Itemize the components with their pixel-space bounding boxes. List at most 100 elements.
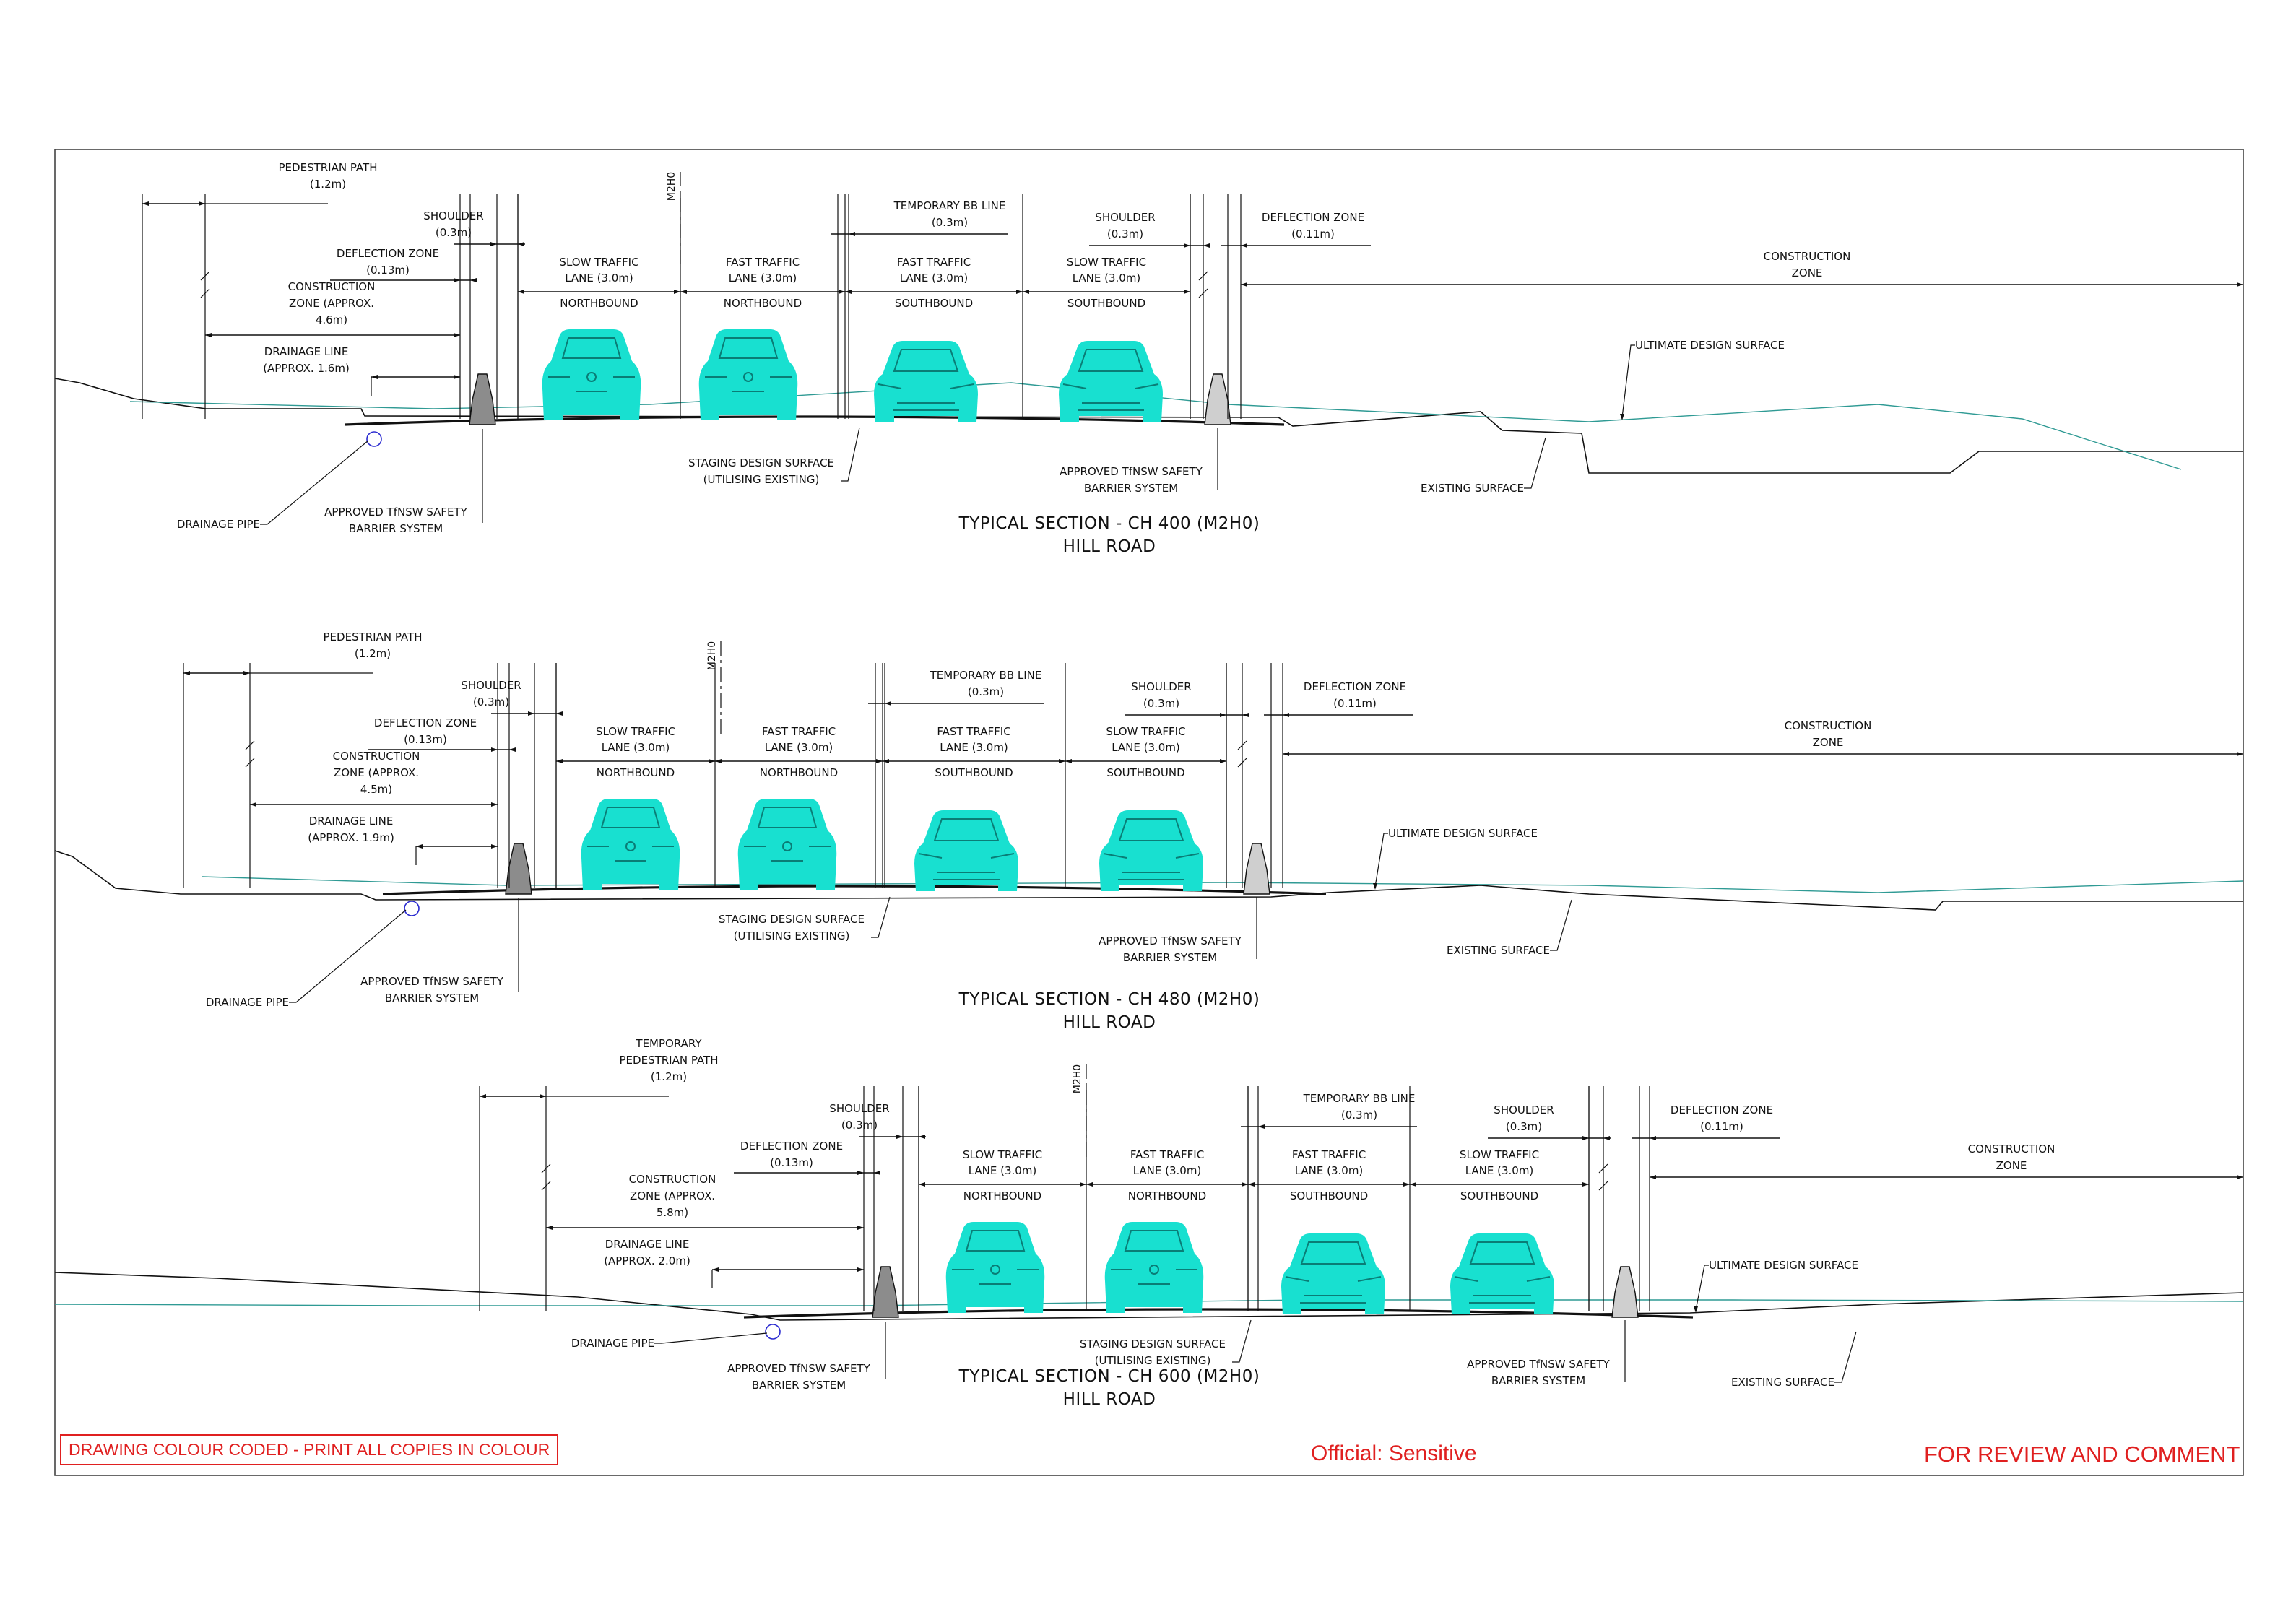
section-title: TYPICAL SECTION - CH 400 (M2H0) — [958, 514, 1260, 533]
arrowhead — [491, 802, 498, 807]
shoulder-left-label: (0.3m) — [841, 1119, 878, 1132]
arrowhead — [1242, 1182, 1248, 1187]
arrowhead — [509, 747, 516, 752]
safety-barrier-right-icon — [1611, 1266, 1639, 1318]
car-body — [581, 799, 680, 890]
car-detail — [1454, 1276, 1551, 1304]
arrowhead — [1650, 1175, 1656, 1179]
deflection-left-label: DEFLECTION ZONE — [740, 1140, 843, 1153]
arrowhead — [1241, 282, 1247, 287]
pedestrian-path-label: (1.2m) — [310, 178, 346, 191]
lane-label: SLOW TRAFFIC — [963, 1148, 1042, 1161]
construction-right-label: CONSTRUCTION — [1764, 250, 1851, 263]
deflection-right-label: (0.11m) — [1700, 1120, 1743, 1133]
car-window — [561, 337, 622, 359]
car-badge — [586, 372, 597, 382]
section-title: TYPICAL SECTION - CH 480 (M2H0) — [958, 990, 1260, 1009]
arrowhead — [883, 759, 889, 763]
lane-label: SLOW TRAFFIC — [1106, 725, 1185, 738]
deflection-right-label: DEFLECTION ZONE — [1304, 680, 1406, 693]
arrowhead — [1184, 290, 1190, 294]
temp-bb-label: TEMPORARY BB LINE — [930, 669, 1042, 682]
car-front-icon — [1281, 1233, 1385, 1314]
car-badge — [990, 1265, 1000, 1275]
arrowhead — [876, 759, 883, 763]
drainage-line-label: (APPROX. 2.0m) — [604, 1254, 690, 1267]
arrowhead — [874, 1171, 880, 1175]
lane-label: LANE (3.0m) — [900, 272, 969, 285]
arrowhead — [919, 1135, 925, 1139]
leader-line — [841, 427, 860, 482]
safety-barrier-left-icon — [505, 843, 532, 895]
existing-surface-label: EXISTING SURFACE — [1447, 944, 1550, 957]
deflection-left-label: (0.13m) — [770, 1156, 813, 1169]
car-window — [1124, 1230, 1184, 1252]
arrowhead — [1086, 1182, 1093, 1187]
safety-barrier-left-icon — [872, 1266, 899, 1318]
lane-label: FAST TRAFFIC — [726, 256, 800, 269]
leader-line — [1834, 1331, 1857, 1383]
car-detail — [1103, 853, 1200, 880]
construction-left-label: 4.5m) — [360, 783, 392, 796]
section-title: TYPICAL SECTION - CH 600 (M2H0) — [958, 1367, 1260, 1386]
construction-right-label: ZONE — [1792, 266, 1823, 279]
arrowhead — [528, 711, 534, 716]
car-body — [945, 1222, 1045, 1313]
arrowhead — [1241, 243, 1247, 248]
arrowhead — [518, 242, 524, 246]
construction-left-label: CONSTRUCTION — [288, 280, 376, 293]
colour-coded-notice: DRAWING COLOUR CODED - PRINT ALL COPIES … — [60, 1434, 559, 1465]
leader-line — [1524, 437, 1546, 489]
car-detail — [548, 376, 635, 392]
arrowhead — [454, 278, 460, 282]
lane-label: LANE (3.0m) — [940, 741, 1008, 754]
car-detail — [587, 846, 674, 862]
barrier-left-label: APPROVED TfNSW SAFETY — [727, 1362, 870, 1375]
section-subtitle: HILL ROAD — [1063, 1013, 1156, 1032]
arrowhead — [1258, 1124, 1265, 1129]
safety-barrier-right-icon — [1204, 373, 1231, 425]
arrowhead — [1620, 414, 1624, 420]
car-body — [1099, 810, 1203, 891]
leader-line — [1232, 1319, 1252, 1363]
lane-direction-label: NORTHBOUND — [560, 297, 638, 310]
arrowhead — [1373, 883, 1377, 890]
arrowhead — [540, 1094, 546, 1098]
shoulder-right-label: SHOULDER — [1131, 680, 1191, 693]
car-body — [1450, 1233, 1554, 1314]
car-rear-icon — [581, 799, 680, 890]
car-badge — [625, 841, 636, 851]
staging-surface-label: (UTILISING EXISTING) — [734, 929, 850, 942]
arrowhead — [454, 333, 460, 337]
barrier-left-label: APPROVED TfNSW SAFETY — [360, 975, 503, 988]
sheet-border — [54, 149, 2244, 1476]
lane-label: SLOW TRAFFIC — [559, 256, 638, 269]
leader-line — [654, 1332, 768, 1344]
arrowhead — [1220, 759, 1226, 763]
section-subtitle: HILL ROAD — [1063, 1390, 1156, 1409]
temp-bb-label: (0.3m) — [932, 216, 968, 229]
arrowhead — [1650, 1136, 1656, 1140]
leader-line — [260, 440, 369, 525]
lane-label: FAST TRAFFIC — [1292, 1148, 1366, 1161]
lane-label: LANE (3.0m) — [729, 272, 797, 285]
deflection-right-label: (0.11m) — [1333, 697, 1377, 710]
arrowhead — [454, 375, 460, 379]
arrowhead — [556, 711, 563, 716]
drainage-pipe-label: DRAINAGE PIPE — [177, 518, 260, 531]
car-body — [542, 329, 641, 420]
arrowhead — [1410, 1182, 1416, 1187]
drainage-line-label: (APPROX. 1.6m) — [263, 362, 350, 375]
pedestrian-path-label: PEDESTRIAN PATH — [620, 1054, 719, 1067]
shoulder-left-label: SHOULDER — [461, 679, 521, 692]
arrowhead — [250, 802, 256, 807]
barrier-left-label: BARRIER SYSTEM — [752, 1379, 846, 1392]
arrowhead — [1582, 1182, 1589, 1187]
leader-line — [871, 896, 891, 938]
arrowhead — [518, 290, 524, 294]
ultimate-design-surface-line — [54, 1299, 2244, 1306]
shoulder-right-label: SHOULDER — [1494, 1103, 1554, 1116]
leader-line — [1374, 833, 1388, 888]
cross-section-1: PEDESTRIAN PATH(1.2m)SHOULDER(0.3m)DEFLE… — [54, 630, 2244, 1032]
shoulder-right-label: (0.3m) — [1107, 227, 1143, 240]
